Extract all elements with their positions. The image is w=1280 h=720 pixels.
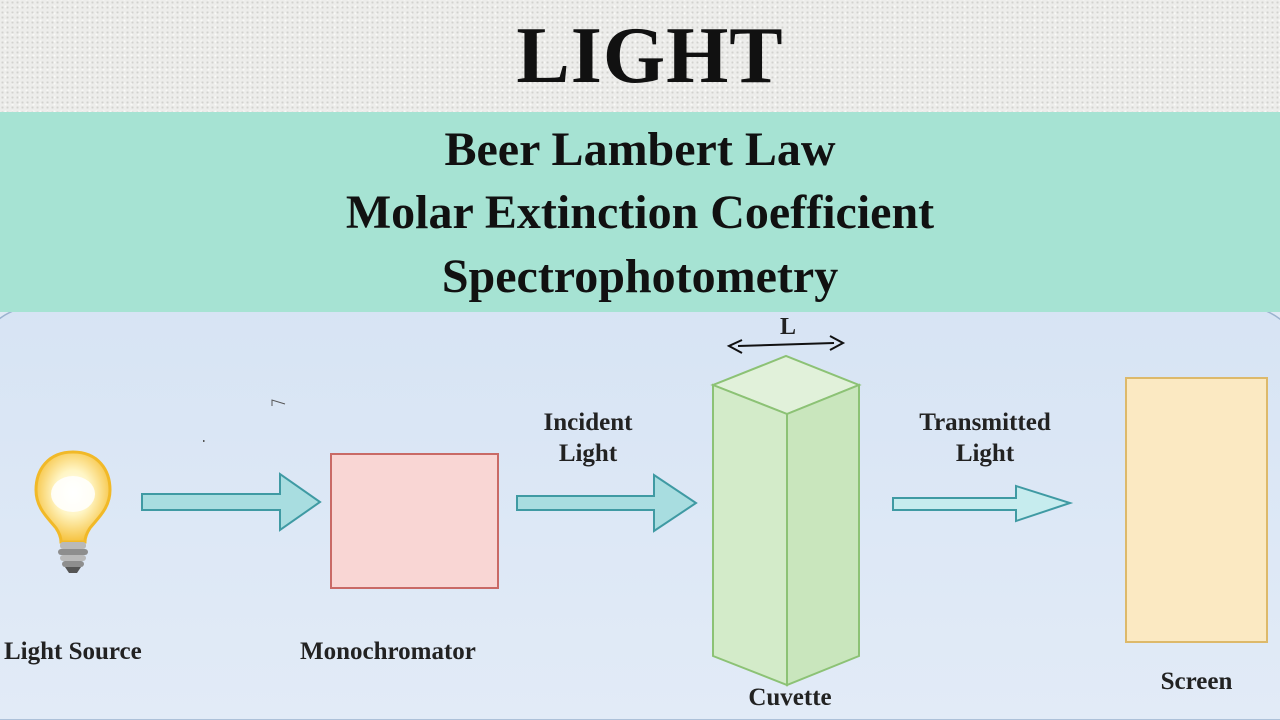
stray-mark [271, 399, 286, 406]
title-banner [0, 0, 1280, 112]
cuvette-prism [710, 354, 862, 687]
main-title: LIGHT [516, 12, 784, 100]
incident-light-label-line1: Incident [543, 409, 633, 436]
transmitted-light-label-line2: Light [955, 440, 1015, 467]
transmitted-light-label-line1: Transmitted [919, 409, 1051, 436]
subtitle-band: Beer Lambert Law Molar Extinction Coeffi… [0, 112, 1280, 312]
stray-dot [203, 440, 205, 442]
arrow-incident-light [516, 473, 698, 533]
cuvette-label: Cuvette [748, 684, 832, 711]
path-length-arrow [726, 335, 846, 354]
screen-panel [1125, 377, 1268, 643]
monochromator-box [330, 453, 499, 589]
arrow-transmitted-light [892, 484, 1074, 523]
path-length-label: L [779, 314, 796, 340]
diagram-graphics [0, 312, 1280, 720]
subtitle-beer-lambert: Beer Lambert Law [444, 123, 836, 176]
light-source-label: Light Source [4, 638, 142, 665]
diagram-panel [0, 312, 1280, 720]
light-bulb-icon [34, 450, 112, 573]
screen-label: Screen [1160, 668, 1233, 695]
subtitle-molar-extinction: Molar Extinction Coefficient [345, 186, 935, 239]
subtitle-spectrophotometry: Spectrophotometry [441, 250, 839, 303]
monochromator-label: Monochromator [300, 638, 476, 665]
incident-light-label-line2: Light [558, 440, 618, 467]
spectrophotometer-diagram: Light Source Monochromator Incident Ligh… [0, 312, 1280, 720]
arrow-light-to-monochromator [141, 472, 322, 532]
